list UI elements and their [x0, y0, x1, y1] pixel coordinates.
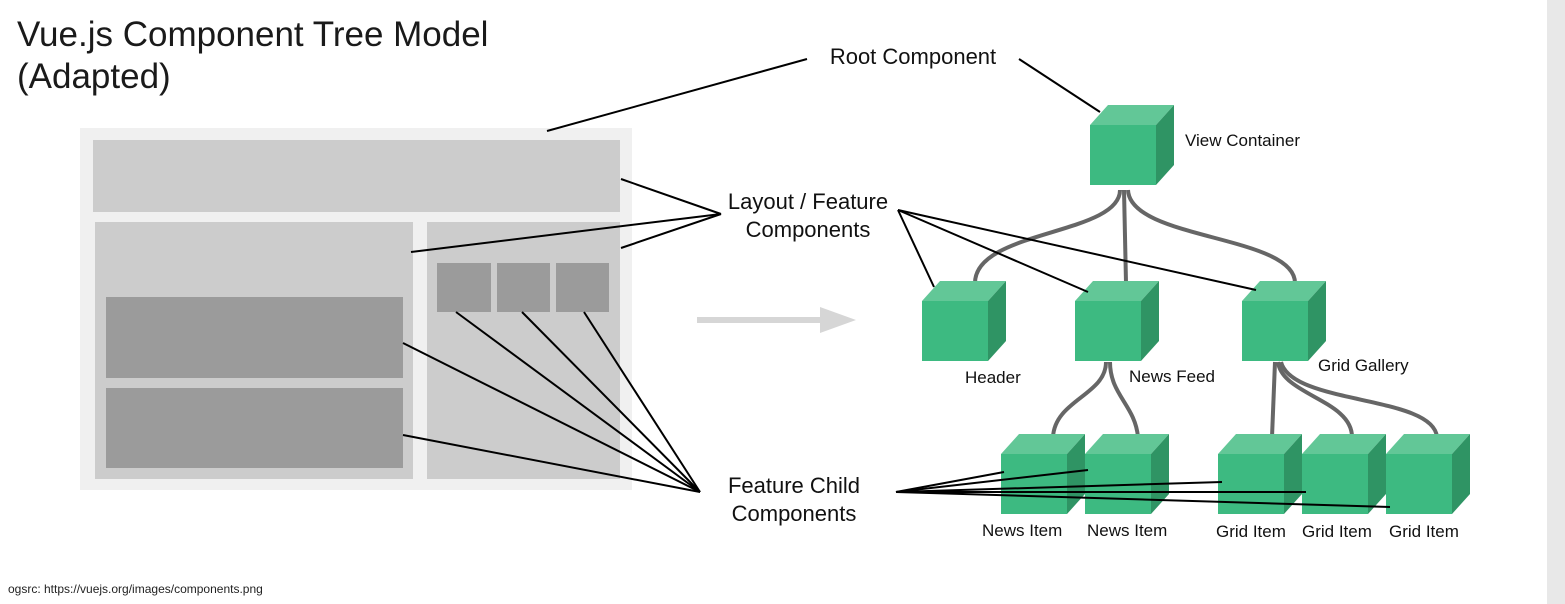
node-label-grid-item-2: Grid Item — [1302, 522, 1372, 541]
diagram-title: Vue.js Component Tree Model (Adapted) — [17, 15, 489, 96]
node-label-grid-item-3: Grid Item — [1389, 522, 1459, 541]
cube-grid-item-3 — [1386, 434, 1470, 514]
source-credit: ogsrc: https://vuejs.org/images/componen… — [8, 582, 263, 596]
cube-news-item-2 — [1085, 434, 1169, 514]
annotation-lines — [402, 58, 1391, 508]
wireframe-news-block-1 — [106, 297, 403, 378]
node-label-news-item-1: News Item — [982, 521, 1063, 540]
wireframe-grid-block-1 — [437, 263, 491, 312]
wireframe-news-block-2 — [106, 388, 403, 468]
cube-grid-item-2 — [1302, 434, 1386, 514]
wireframe-page — [80, 128, 632, 490]
node-label-header: Header — [965, 368, 1021, 387]
node-label-grid-gallery: Grid Gallery — [1318, 356, 1409, 375]
wireframe-header — [93, 140, 620, 212]
wireframe-side-panel — [427, 222, 620, 479]
node-label-view-container: View Container — [1185, 131, 1300, 150]
label-layout-feature-components: Layout / Feature Components — [727, 189, 889, 242]
scrollbar-track[interactable] — [1547, 0, 1565, 604]
cube-news-feed — [1075, 281, 1159, 361]
tree-nodes — [922, 105, 1470, 514]
label-feature-child-components: Feature Child Components — [727, 473, 861, 526]
tree-connectors — [973, 189, 1439, 438]
cube-header — [922, 281, 1006, 361]
cube-grid-gallery — [1242, 281, 1326, 361]
wireframe-grid-block-3 — [556, 263, 609, 312]
wireframe-grid-block-2 — [497, 263, 550, 312]
node-label-news-item-2: News Item — [1087, 521, 1168, 540]
label-root-component: Root Component — [829, 44, 997, 69]
cube-news-item-1 — [1001, 434, 1085, 514]
transform-arrow — [697, 307, 856, 333]
node-label-grid-item-1: Grid Item — [1216, 522, 1286, 541]
cube-view-container — [1090, 105, 1174, 185]
node-label-news-feed: News Feed — [1129, 367, 1215, 386]
